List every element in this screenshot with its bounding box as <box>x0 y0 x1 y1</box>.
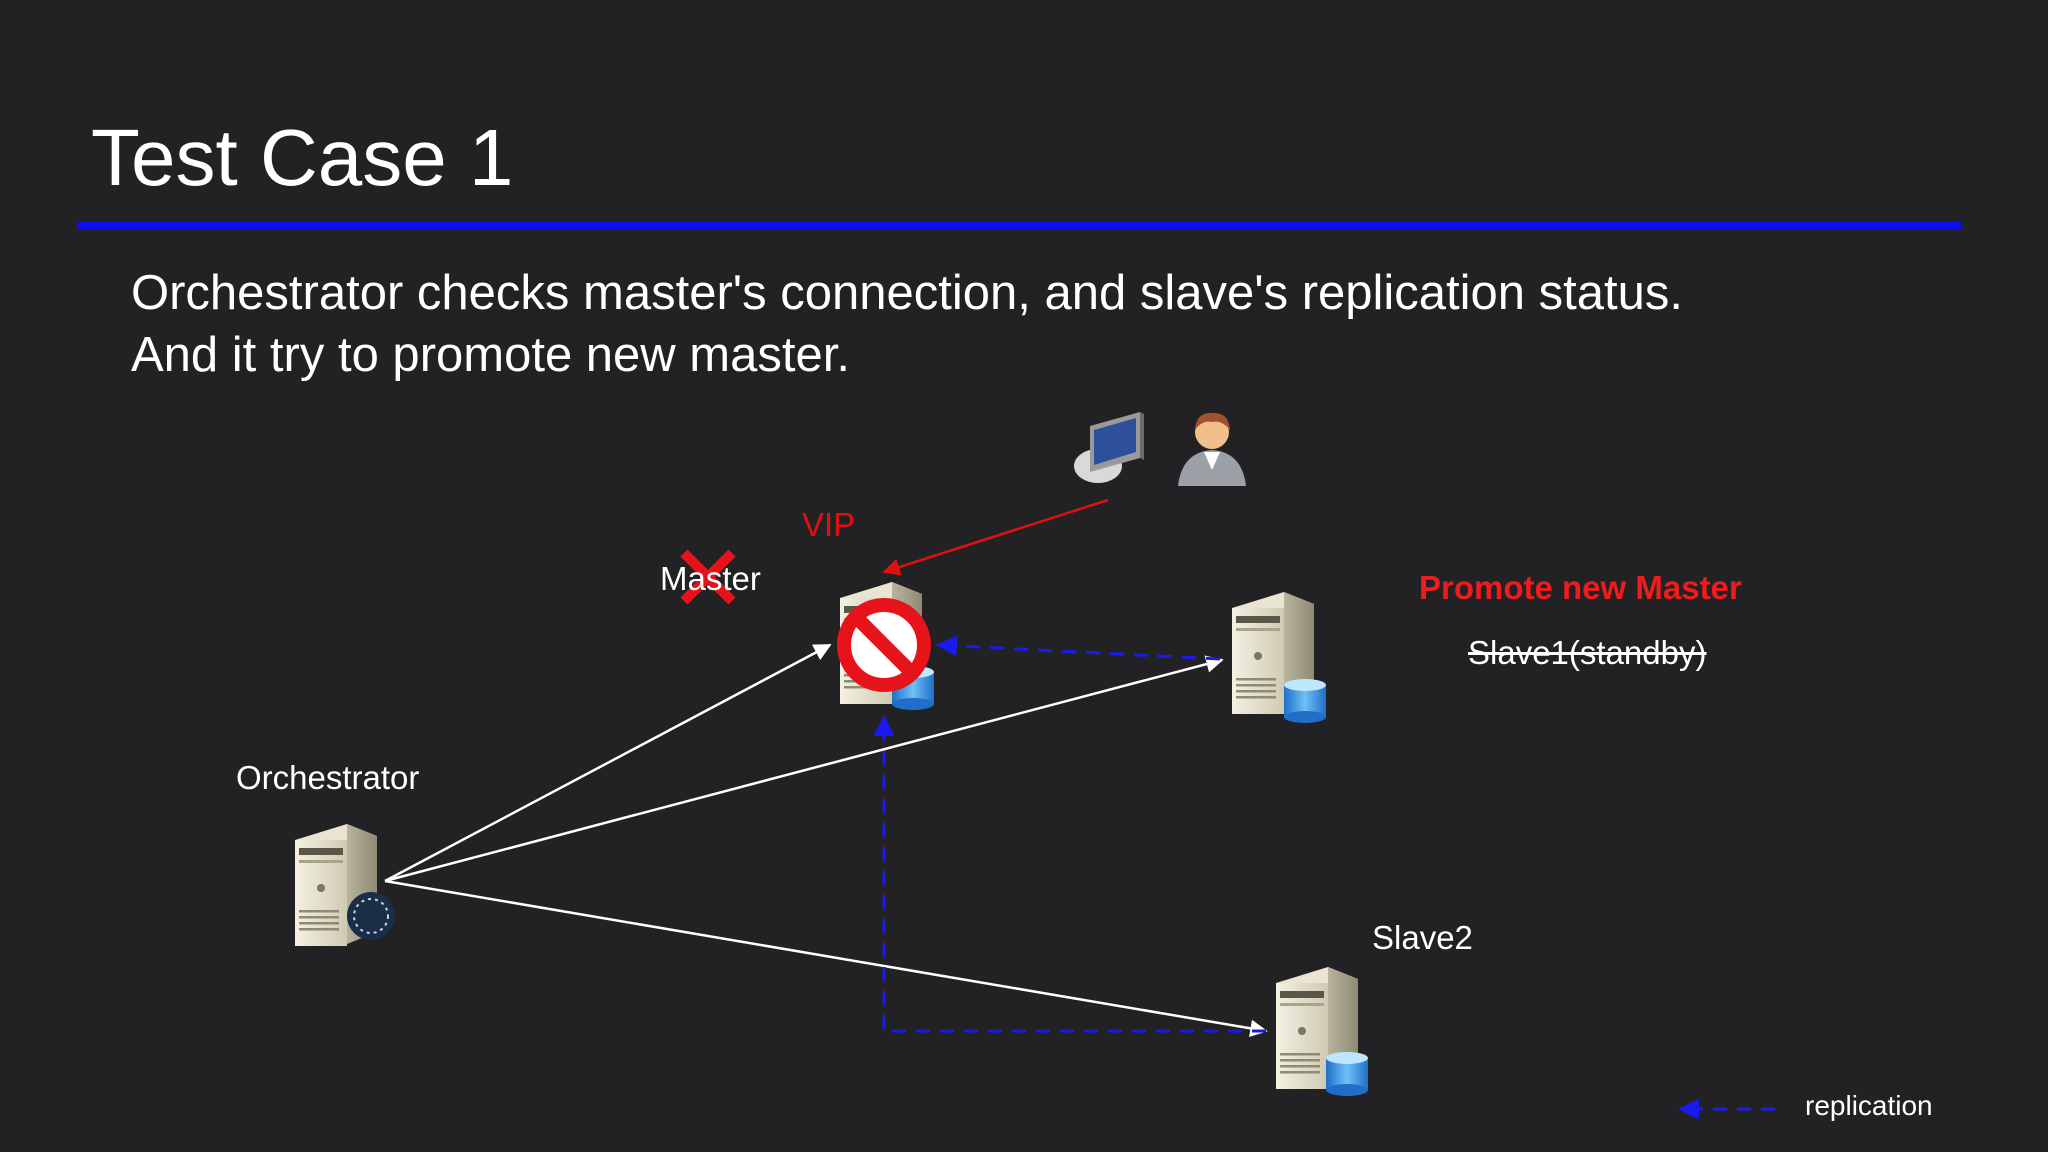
prohibited-icon <box>837 598 931 692</box>
orchestrator-label: Orchestrator <box>236 759 420 796</box>
slave1-server <box>1232 592 1326 723</box>
body-line-2: And it try to promote new master. <box>131 328 850 382</box>
orchestrator-server <box>295 824 395 946</box>
body-line-1: Orchestrator checks master's connection,… <box>131 266 1684 320</box>
master-server <box>837 582 934 710</box>
promote-label: Promote new Master <box>1419 569 1742 606</box>
failed-cross-icon <box>680 549 736 605</box>
legend-replication-label: replication <box>1805 1090 1933 1121</box>
check-arrow-master <box>384 643 832 883</box>
slide-title: Test Case 1 <box>91 113 514 202</box>
master-label: Master <box>660 560 761 597</box>
vip-label: VIP <box>802 506 856 543</box>
database-icon <box>1326 1052 1368 1096</box>
check-arrow-slave1 <box>384 655 1224 883</box>
slave2-label: Slave2 <box>1372 919 1473 956</box>
vip-arrow <box>882 498 1109 576</box>
replication-link-slave2 <box>873 714 1266 1033</box>
title-underline <box>77 222 1961 229</box>
orchestrator-badge-icon <box>347 892 395 940</box>
slave2-server <box>1276 967 1368 1096</box>
database-icon <box>1284 679 1326 723</box>
replication-link-slave1 <box>935 635 1221 661</box>
slave1-label: Slave1(standby) <box>1468 634 1707 671</box>
user-icon <box>1178 412 1246 486</box>
slide-body: Orchestrator checks master's connection,… <box>131 262 1683 386</box>
check-arrow-slave2 <box>384 879 1268 1037</box>
client-computer-icon <box>1074 412 1144 483</box>
